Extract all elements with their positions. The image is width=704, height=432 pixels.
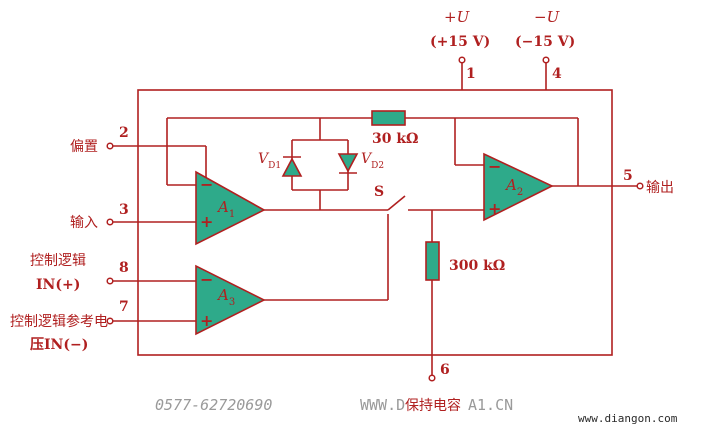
amp-a2 xyxy=(483,152,554,222)
output-label: 输出 xyxy=(646,180,674,196)
amp-signs: − + − + − + xyxy=(200,157,501,330)
ctrl-ref-label-line1: 控制逻辑参考电 xyxy=(10,313,108,330)
pin1-number: 1 xyxy=(466,66,476,82)
hold-cap-label: 保持电容 xyxy=(405,397,461,414)
a1-minus-sign: − xyxy=(200,175,213,194)
watermark-site-fragment: WWW.D xyxy=(360,396,405,414)
pin4-number: 4 xyxy=(552,66,562,82)
resistor-300k xyxy=(425,241,440,281)
diode-vd1 xyxy=(281,157,303,177)
pin2-number: 2 xyxy=(119,125,129,141)
resistor-30k-label: 30 kΩ xyxy=(372,131,419,147)
pin7-terminal xyxy=(106,317,114,325)
a3-minus-sign: − xyxy=(200,270,213,289)
a2-label: A2 xyxy=(504,176,523,198)
pin7-number: 7 xyxy=(119,299,129,315)
switch-label: S xyxy=(374,184,384,200)
wires xyxy=(110,60,640,378)
components xyxy=(195,110,554,336)
pin3-number: 3 xyxy=(119,202,129,218)
a1-label: A1 xyxy=(216,198,235,220)
a2-minus-sign: − xyxy=(488,157,501,176)
pos-supply-symbol: +U xyxy=(444,8,471,26)
pin2-terminal xyxy=(106,142,114,150)
watermark-phone: 0577-62720690 xyxy=(155,396,272,414)
vd1-label: VD1 xyxy=(258,151,281,171)
diode-vd2 xyxy=(337,153,359,173)
watermark-site-tail: A1.CN xyxy=(468,396,513,414)
input-label: 输入 xyxy=(70,215,98,231)
site-footer: www.diangon.com xyxy=(578,412,678,425)
ctrl-ref-label-line2: 压IN(−) xyxy=(30,337,88,353)
pin6-terminal xyxy=(428,374,436,382)
a2-plus-sign: + xyxy=(488,199,501,218)
neg-supply-value: (−15 V) xyxy=(515,34,575,50)
ctrl-pos-label-line2: IN(+) xyxy=(36,277,80,293)
amp-a3 xyxy=(195,264,266,336)
neg-supply-symbol: −U xyxy=(534,8,561,26)
bias-label: 偏置 xyxy=(70,139,98,155)
a3-label: A3 xyxy=(216,286,235,308)
resistor-30k xyxy=(371,110,406,126)
switch-blade xyxy=(387,195,406,211)
pos-supply-value: (+15 V) xyxy=(430,34,490,50)
pin6-number: 6 xyxy=(440,362,450,378)
a3-plus-sign: + xyxy=(200,311,213,330)
pin-terminals xyxy=(106,56,644,382)
pin8-number: 8 xyxy=(119,260,129,276)
vd2-label: VD2 xyxy=(361,151,384,171)
a1-plus-sign: + xyxy=(200,212,213,231)
pin3-terminal xyxy=(106,218,114,226)
amp-a1 xyxy=(195,170,266,246)
resistor-300k-label: 300 kΩ xyxy=(449,258,505,274)
pin8-terminal xyxy=(106,277,114,285)
pin5-number: 5 xyxy=(623,168,633,184)
pin4-terminal xyxy=(542,56,550,64)
pin5-terminal xyxy=(636,182,644,190)
ctrl-pos-label-line1: 控制逻辑 xyxy=(30,253,86,269)
pin1-terminal xyxy=(458,56,466,64)
